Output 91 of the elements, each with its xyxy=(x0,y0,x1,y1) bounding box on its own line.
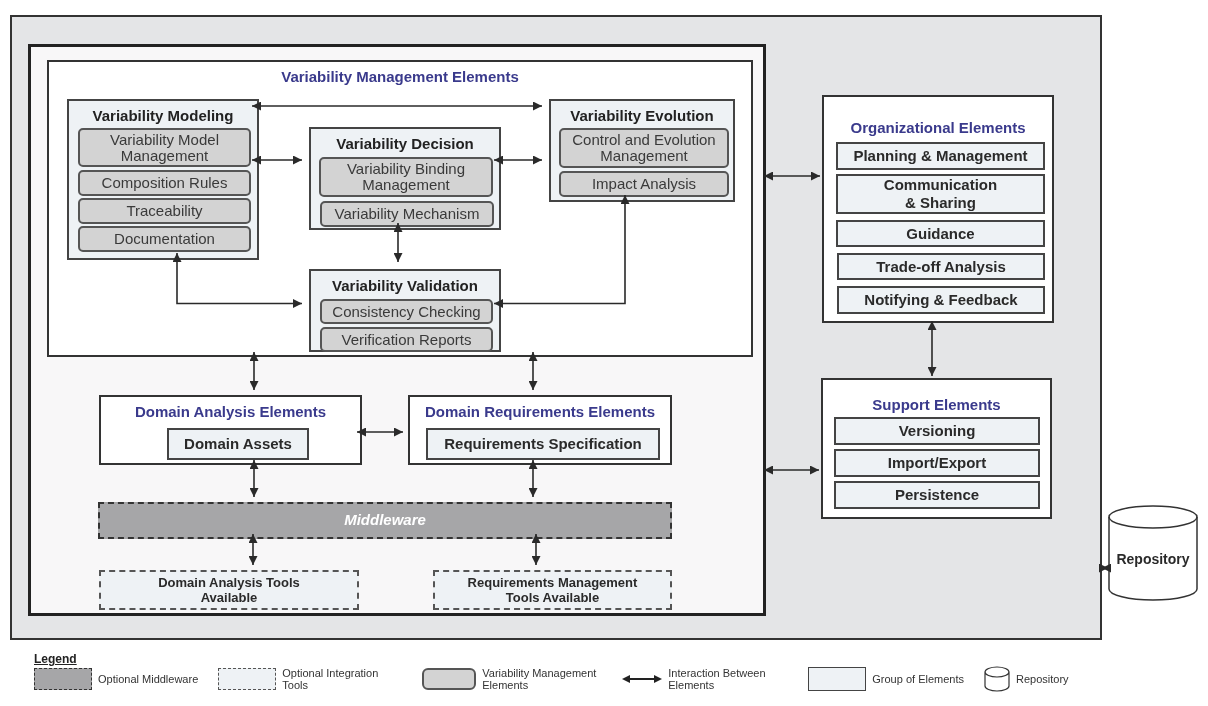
double-arrow xyxy=(763,465,820,475)
element-box xyxy=(426,428,660,460)
double-arrow xyxy=(249,351,259,391)
element-box xyxy=(836,220,1045,247)
double-arrow xyxy=(172,252,303,308)
element-label: Domain Assets xyxy=(183,435,293,453)
element-label: Impact Analysis xyxy=(590,176,698,192)
element-label: Documentation xyxy=(113,231,216,247)
element-label: Middleware xyxy=(343,510,427,531)
element-label: Control and Evolution Management xyxy=(571,132,717,164)
element-box xyxy=(167,428,309,460)
double-arrow xyxy=(531,533,541,566)
legend-heading: Legend xyxy=(34,652,77,666)
element-box xyxy=(78,128,251,167)
group-title: Domain Analysis Elements xyxy=(133,402,328,422)
element-box xyxy=(78,170,251,196)
double-arrow xyxy=(493,194,630,308)
group-title: Organizational Elements xyxy=(849,118,1027,138)
element-box xyxy=(78,198,251,224)
group-box xyxy=(67,99,259,260)
double-arrow xyxy=(493,155,543,165)
element-panel xyxy=(99,395,362,465)
element-box xyxy=(836,174,1045,214)
element-panel xyxy=(408,395,672,465)
element-panel xyxy=(821,378,1052,519)
element-label: Composition Rules xyxy=(100,175,229,191)
inner-container xyxy=(28,44,766,616)
group-box xyxy=(549,99,735,202)
double-arrow xyxy=(763,171,821,181)
double-arrow xyxy=(393,222,403,263)
group-box xyxy=(309,269,501,352)
element-label: Requirements Specification xyxy=(443,435,643,453)
double-arrow xyxy=(251,101,543,111)
outer-container xyxy=(10,15,1102,640)
element-label: Persistence xyxy=(893,486,981,504)
double-arrow xyxy=(927,320,937,377)
legend-text: Variability Management Elements xyxy=(482,667,598,691)
group-title: Domain Requirements Elements xyxy=(423,402,657,422)
group-title: Variability Decision xyxy=(335,134,475,154)
element-box xyxy=(837,253,1045,280)
group-title: Support Elements xyxy=(871,395,1002,415)
element-label: Variability Mechanism xyxy=(333,206,481,222)
element-label: Verification Reports xyxy=(340,331,473,348)
element-box xyxy=(320,299,493,324)
element-panel xyxy=(822,95,1054,323)
legend-text: Group of Elements xyxy=(872,673,964,685)
element-box xyxy=(320,201,494,227)
element-label: Trade-off Analysis xyxy=(875,257,1007,276)
element-box xyxy=(559,128,729,168)
element-label: Import/Export xyxy=(886,454,988,472)
element-label: Planning & Management xyxy=(852,147,1029,165)
double-arrow xyxy=(356,427,404,437)
double-arrow xyxy=(528,351,538,391)
element-label: Consistency Checking xyxy=(331,303,482,320)
element-label: Variability Binding Management xyxy=(345,161,467,193)
element-label: Communication & Sharing xyxy=(882,176,999,212)
tool-box xyxy=(99,570,359,610)
element-label: Requirements Management Tools Available xyxy=(466,575,639,605)
element-box xyxy=(834,449,1040,477)
legend-text: Repository xyxy=(1016,673,1069,685)
double-arrow xyxy=(249,459,259,498)
legend-text: Optional Integration Tools xyxy=(282,667,380,691)
double-arrow xyxy=(251,155,303,165)
double-arrow xyxy=(1099,563,1111,573)
element-label: Guidance xyxy=(905,224,976,243)
element-label: Notifying & Feedback xyxy=(863,291,1019,309)
element-label: Repository xyxy=(1115,549,1191,569)
group-title: Variability Management Elements xyxy=(280,67,520,87)
double-arrow xyxy=(528,459,538,498)
element-label: Versioning xyxy=(897,422,977,440)
middleware-bar xyxy=(98,502,672,539)
element-box xyxy=(836,142,1045,170)
group-title: Variability Validation xyxy=(331,276,479,296)
element-box xyxy=(319,157,493,197)
group-box xyxy=(309,127,501,230)
element-box xyxy=(78,226,251,252)
group-title: Variability Modeling xyxy=(91,106,235,126)
element-label: Domain Analysis Tools Available xyxy=(157,575,301,605)
element-box xyxy=(559,171,729,197)
legend-text: Optional Middleware xyxy=(98,673,199,685)
element-label: Traceability xyxy=(125,203,204,219)
element-label: Variability Model Management xyxy=(109,131,220,164)
element-box xyxy=(834,481,1040,509)
double-arrow xyxy=(248,533,258,566)
element-box xyxy=(837,286,1045,314)
group-title: Variability Evolution xyxy=(569,106,715,126)
element-box xyxy=(834,417,1040,445)
legend-text: Interaction Between Elements xyxy=(668,667,767,691)
element-panel xyxy=(47,60,753,357)
tool-box xyxy=(433,570,672,610)
element-box xyxy=(320,327,493,352)
